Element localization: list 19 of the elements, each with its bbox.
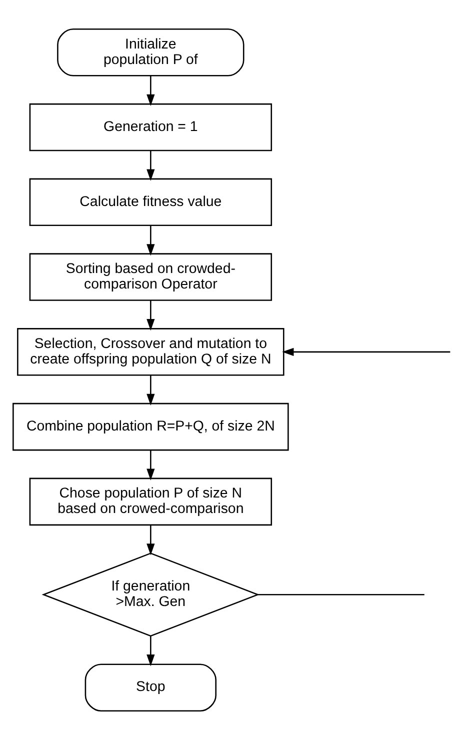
arrow xyxy=(146,524,155,555)
arrow xyxy=(146,150,155,180)
node-box: Generation = 1 xyxy=(29,102,272,151)
connector xyxy=(258,594,424,595)
arrow xyxy=(146,75,155,106)
node-box: Initialize population P of xyxy=(57,28,244,76)
arrow xyxy=(146,300,155,330)
node-box: Stop xyxy=(84,663,216,711)
arrow xyxy=(282,347,450,356)
arrow xyxy=(146,450,155,480)
node-box: Chose population P of size N based on crowed-comparison xyxy=(29,477,272,526)
node-box: Sorting based on crowded-comparison Operator xyxy=(29,252,272,300)
node-box: Combine population R=P+Q, of size 2N xyxy=(12,402,289,450)
arrow xyxy=(146,225,155,256)
node-box: Selection, Crossover and mutation to create offspring population Q of size N xyxy=(17,328,284,376)
arrow xyxy=(146,374,155,406)
node-diamond: If generation >Max. Gen xyxy=(42,552,260,636)
arrow xyxy=(146,636,155,666)
node-box: Calculate fitness value xyxy=(29,178,272,226)
